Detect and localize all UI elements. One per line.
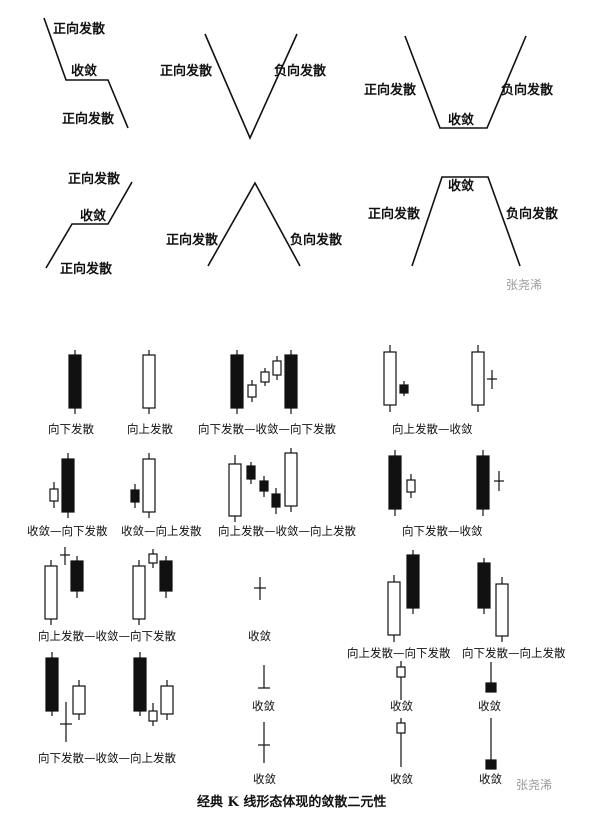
label-convergence: 收敛 — [80, 208, 106, 224]
top-panel — [43, 17, 527, 269]
candle-bearish — [476, 455, 490, 510]
shape-diverge-converge-diverge-1 — [43, 17, 129, 129]
figure-title: 经典 K 线形态体现的敛散二元性 — [197, 794, 386, 810]
label-negative-divergence: 负向发散 — [274, 63, 327, 79]
bottom-captions: 向下发散 向上发散 向下发散—收敛—向下发散 向上发散—收敛 收敛—向下发散 收… — [27, 422, 566, 810]
candle-small-bullish — [247, 384, 257, 398]
candle-small-bearish — [130, 489, 140, 503]
candle-small-bullish — [260, 371, 270, 383]
candle-small-bullish — [49, 488, 59, 502]
label-positive-divergence: 正向发散 — [166, 232, 219, 248]
caption-conv: 收敛 — [478, 699, 501, 713]
candle-small-bearish — [271, 493, 281, 508]
label-positive-divergence: 正向发散 — [53, 21, 106, 37]
candle-small-bullish — [396, 722, 406, 734]
watermark-bottom: 张尧浠 — [516, 778, 552, 792]
candle-bullish — [228, 463, 242, 517]
candle-bearish — [230, 354, 244, 409]
candle-bearish — [284, 354, 298, 409]
candle-small-bearish — [485, 759, 497, 770]
candle-bearish — [406, 554, 420, 609]
caption-up-down: 向上发散—向下发散 — [347, 646, 451, 660]
candle-small-bullish — [406, 479, 416, 493]
caption-up-conv-up: 向上发散—收敛—向上发散 — [218, 524, 356, 538]
shape-inverted-u — [411, 176, 521, 267]
candle-bullish — [72, 685, 86, 715]
caption-conv: 收敛 — [253, 772, 276, 786]
caption-conv: 收敛 — [479, 772, 502, 786]
caption-conv: 收敛 — [390, 772, 413, 786]
shape-u — [404, 35, 527, 129]
caption-up: 向上发散 — [127, 422, 173, 436]
shape-inverted-v — [207, 181, 301, 267]
caption-down-conv: 向下发散—收敛 — [402, 524, 483, 538]
top-labels: 正向发散 收敛 正向发散 正向发散 负向发散 正向发散 收敛 负向发散 正向发散… — [53, 21, 559, 292]
candle-bullish — [383, 351, 397, 406]
candle-bearish — [477, 562, 491, 609]
label-convergence: 收敛 — [448, 112, 474, 128]
label-convergence: 收敛 — [71, 63, 97, 79]
label-positive-divergence: 正向发散 — [364, 82, 417, 98]
candle-bearish — [68, 354, 82, 409]
candle-bullish — [387, 581, 401, 636]
candle-bearish — [61, 458, 75, 513]
candle-small-bullish — [272, 360, 282, 376]
caption-down-up: 向下发散—向上发散 — [462, 646, 566, 660]
candle-bullish — [142, 354, 156, 409]
label-positive-divergence: 正向发散 — [68, 171, 121, 187]
candle-bullish — [471, 351, 485, 406]
candle-bearish — [133, 657, 147, 712]
candle-small-bullish — [148, 710, 158, 722]
candle-bullish — [132, 565, 146, 620]
candle-bearish — [159, 560, 173, 592]
candle-bullish — [160, 685, 174, 715]
label-negative-divergence: 负向发散 — [501, 82, 554, 98]
candle-small-bearish — [485, 682, 497, 693]
label-convergence: 收敛 — [448, 178, 474, 194]
bottom-panel — [44, 345, 509, 770]
candle-bearish — [388, 455, 402, 510]
candle-small-bullish — [396, 666, 406, 678]
caption-down: 向下发散 — [48, 422, 94, 436]
shape-diverge-converge-diverge-2 — [45, 181, 133, 269]
candle-bearish — [70, 560, 84, 592]
candle-bullish — [142, 458, 156, 513]
caption-down-conv-up: 向下发散—收敛—向上发散 — [38, 751, 176, 765]
label-positive-divergence: 正向发散 — [62, 111, 115, 127]
label-positive-divergence: 正向发散 — [60, 261, 113, 277]
caption-conv: 收敛 — [248, 629, 271, 643]
candle-small-bearish — [399, 384, 409, 394]
caption-conv: 收敛 — [252, 699, 275, 713]
candle-small-bullish — [148, 553, 158, 564]
candle-small-bearish — [246, 465, 256, 480]
label-negative-divergence: 负向发散 — [290, 232, 343, 248]
caption-conv-down: 收敛—向下发散 — [27, 524, 108, 538]
caption-conv: 收敛 — [390, 699, 413, 713]
shape-v — [204, 33, 298, 140]
caption-conv-up: 收敛—向上发散 — [121, 524, 202, 538]
caption-up-conv-down: 向上发散—收敛—向下发散 — [38, 629, 176, 643]
candle-bullish — [284, 452, 298, 507]
caption-up-conv: 向上发散—收敛 — [392, 422, 473, 436]
candle-small-bearish — [259, 480, 269, 492]
candle-bullish — [44, 565, 58, 620]
label-negative-divergence: 负向发散 — [506, 206, 559, 222]
label-positive-divergence: 正向发散 — [368, 206, 421, 222]
candle-bullish — [495, 583, 509, 637]
watermark-top: 张尧浠 — [506, 278, 542, 292]
candle-bearish — [45, 657, 59, 712]
label-positive-divergence: 正向发散 — [160, 63, 213, 79]
caption-down-conv-down: 向下发散—收敛—向下发散 — [198, 422, 336, 436]
